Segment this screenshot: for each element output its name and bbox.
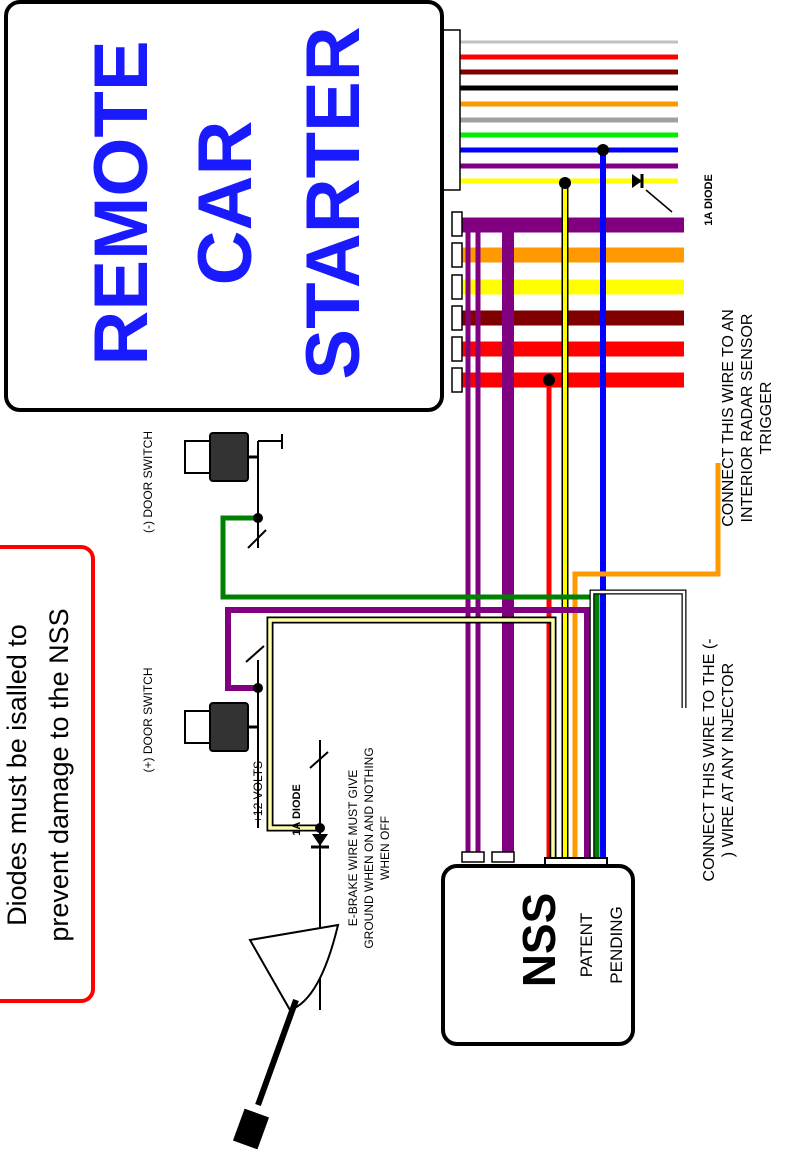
starter-line-2: CAR	[183, 121, 268, 286]
pos-door-switch	[184, 645, 265, 828]
ebrake-text-2: GROUND WHEN ON AND NOTHING	[362, 747, 376, 948]
junction-dot	[543, 374, 555, 386]
diode-top	[632, 174, 673, 213]
plus12-label: +12 VOLTS	[251, 761, 265, 823]
nss-box	[441, 864, 635, 1046]
nss-patent-2: PENDING	[607, 906, 626, 983]
starter-line-1: REMOTE	[79, 40, 164, 365]
orange-wire	[572, 463, 721, 860]
injector-text-1: CONNECT THIS WIRE TO THE (-	[701, 639, 718, 882]
green-wire	[220, 515, 600, 860]
remote-starter-box	[4, 0, 444, 412]
neg-door-switch	[184, 432, 283, 549]
injector-wire-core	[590, 590, 686, 860]
injector-text-2: ) WIRE AT ANY INJECTOR	[720, 663, 737, 857]
purple-door-wire	[225, 607, 590, 860]
starter-thick-wires	[462, 217, 684, 388]
ebrake-text-1: E-BRAKE WIRE MUST GIVE	[346, 770, 360, 926]
starter-thin-wires	[460, 40, 678, 184]
ebrake-text-3: WHEN OFF	[378, 816, 392, 880]
junction-dot	[597, 144, 609, 156]
neg-door-label: (-) DOOR SWITCH	[141, 431, 155, 533]
starter-thin-connector	[441, 29, 461, 191]
nss-patent-1: PATENT	[577, 913, 596, 978]
radar-text-2: INTERIOR RADAR SENSOR	[739, 314, 756, 523]
nss-title: NSS	[513, 893, 565, 988]
ebrake-handle-icon	[232, 923, 340, 1150]
diode-top-label: 1A DIODE	[703, 174, 715, 226]
ebrake-wire-core	[268, 618, 555, 860]
starter-line-3: STARTER	[291, 26, 376, 379]
note-box	[0, 545, 95, 1003]
starter-connector-pins	[451, 211, 463, 393]
junction-dot	[559, 177, 571, 189]
radar-text-1: CONNECT THIS WIRE TO AN	[720, 309, 737, 527]
nss-pins	[461, 851, 515, 863]
pos-door-label: (+) DOOR SWITCH	[141, 668, 155, 773]
note-line-2: prevent damage to the NSS	[44, 608, 74, 941]
radar-text-3: TRIGGER	[758, 382, 775, 455]
note-line-1: Diodes must be isalled to	[2, 624, 32, 926]
diode-left-label: 1A DIODE	[291, 784, 303, 836]
purple-wire-pair	[465, 222, 481, 858]
